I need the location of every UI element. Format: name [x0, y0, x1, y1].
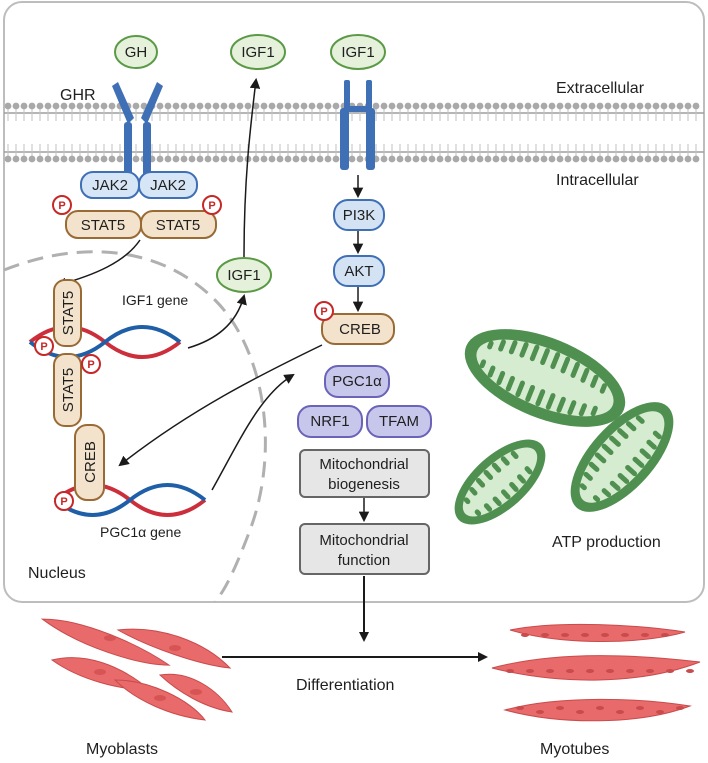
akt-label: AKT [344, 263, 373, 280]
atp-production-label: ATP production [552, 534, 661, 551]
phospho-stat5-left [52, 195, 72, 215]
igf1-mid-ligand [216, 257, 272, 293]
creb-gene-label: CREB [82, 441, 99, 483]
ghr-label: GHR [60, 87, 96, 104]
myotubes-label: Myotubes [540, 741, 609, 758]
igf1-gene-dna [28, 325, 182, 359]
cell-membrane [4, 102, 704, 163]
phospho-stat5-gene-top-label: P [40, 341, 47, 353]
stat5-gene-top [53, 279, 82, 347]
igf1-receptor-ligand-label: IGF1 [341, 44, 374, 61]
extracellular-label: Extracellular [556, 80, 645, 97]
igf1-top-ligand-label: IGF1 [241, 44, 274, 61]
myoblast-cells [40, 618, 234, 721]
mito-biogenesis-line2: biogenesis [328, 476, 400, 493]
igf1-receptor-ligand [330, 34, 386, 70]
mitochondrion-small [454, 439, 546, 525]
mitochondrion-right [570, 402, 674, 512]
phospho-stat5-right [202, 195, 222, 215]
phospho-creb-gene-label: P [60, 496, 67, 508]
arrow-gene-to-pgc1a [211, 373, 295, 491]
igf1-top-ligand [230, 34, 286, 70]
pi3k-box [333, 199, 385, 231]
phospho-stat5-gene-bottom-label: P [87, 359, 94, 371]
pgc1a-gene-label: PGC1α gene [100, 524, 181, 540]
tfam-label: TFAM [379, 413, 419, 430]
phospho-stat5-gene-top [34, 336, 54, 356]
stat5-gene-bottom [53, 353, 82, 427]
mito-function-line1: Mitochondrial [319, 532, 408, 549]
stat5-right [140, 210, 217, 239]
mito-function-line2: function [338, 552, 391, 569]
ghr-receptor [112, 82, 163, 177]
creb-label: CREB [339, 321, 381, 338]
intracellular-label: Intracellular [556, 172, 639, 189]
mito-biogenesis-box [299, 449, 430, 498]
stat5-left-label: STAT5 [81, 217, 125, 234]
phospho-creb-label: P [320, 306, 327, 318]
akt-box [333, 255, 385, 287]
igf1-mid-ligand-label: IGF1 [227, 267, 260, 284]
jak2-right [138, 171, 198, 199]
myoblasts-label: Myoblasts [86, 741, 158, 758]
phospho-creb-gene [54, 491, 74, 511]
phospho-stat5-right-label: P [208, 200, 215, 212]
jak2-right-label: JAK2 [150, 177, 186, 194]
mito-biogenesis-line1: Mitochondrial [319, 456, 408, 473]
igf1-gene-label: IGF1 gene [122, 292, 188, 308]
phospho-stat5-gene-bottom [81, 354, 101, 374]
pi3k-label: PI3K [343, 207, 376, 224]
nrf1-label: NRF1 [310, 413, 349, 430]
nucleus-boundary [3, 250, 267, 603]
stat5-right-label: STAT5 [156, 217, 200, 234]
differentiation-label: Differentiation [296, 677, 394, 694]
jak2-left-label: JAK2 [92, 177, 128, 194]
igf1-receptor [340, 80, 375, 170]
stat5-gene-bottom-label: STAT5 [60, 368, 77, 412]
arrow-igf1-secretion [243, 77, 261, 258]
gh-ligand-label: GH [125, 44, 148, 61]
phospho-creb [314, 301, 334, 321]
gh-ligand [114, 35, 158, 69]
creb-gene-box [74, 424, 105, 501]
tfam-box [366, 405, 432, 438]
stat5-gene-top-label: STAT5 [60, 291, 77, 335]
nrf1-box [297, 405, 363, 438]
mito-function-box [299, 523, 430, 575]
myotube-cells [491, 623, 701, 722]
mitochondrion-large [464, 329, 626, 427]
arrow-creb-to-nucleus [118, 344, 323, 467]
phospho-stat5-left-label: P [58, 200, 65, 212]
pgc1a-box [324, 365, 390, 398]
pgc1a-label: PGC1α [332, 373, 382, 390]
nucleus-label: Nucleus [28, 565, 86, 582]
creb-box [321, 313, 395, 345]
arrow-gene-to-igf1 [187, 293, 247, 349]
